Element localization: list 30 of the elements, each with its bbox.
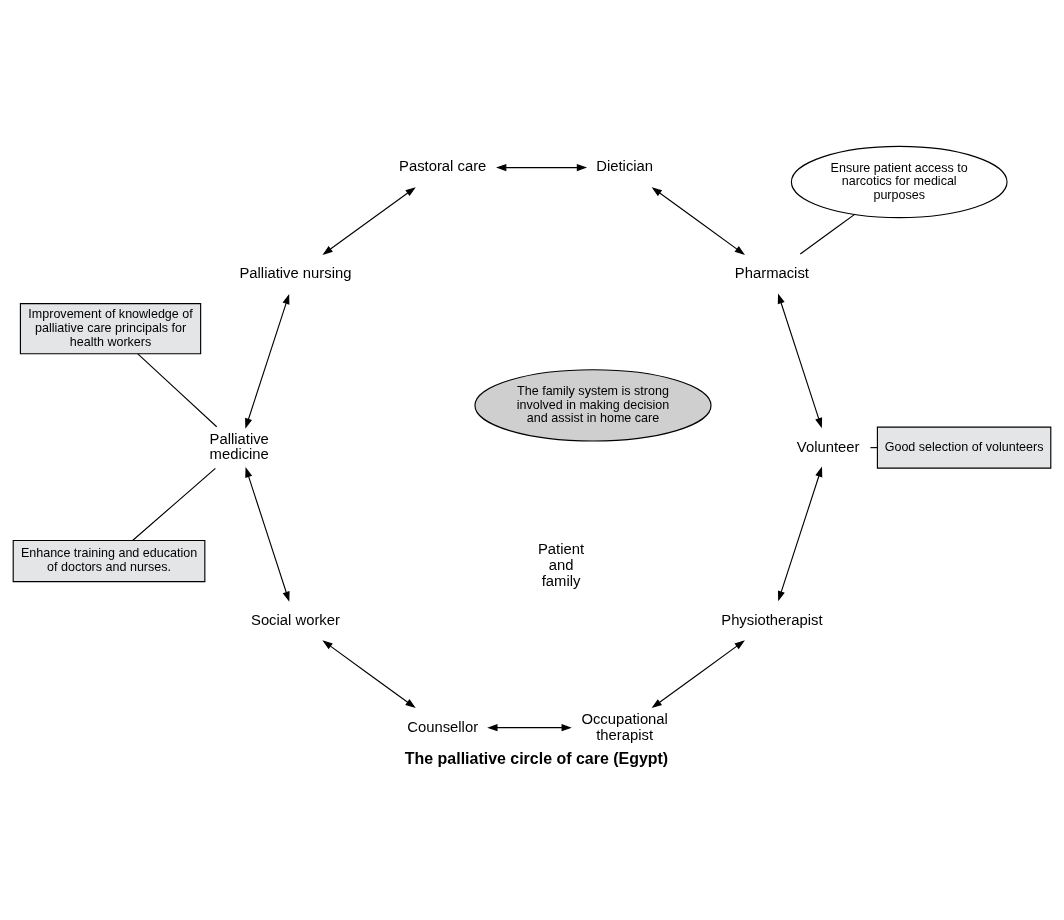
node-text: Occupational therapist [581,710,668,743]
arrow [777,466,823,601]
arrow [777,292,823,428]
node-text: Palliative medicine [209,430,269,462]
arrow [322,186,416,255]
connector [132,467,216,541]
node-text: Pastoral care [399,157,487,174]
node-box: Good selection of volunteers [876,426,1052,469]
node-text: Social worker [251,611,340,628]
arrow [496,163,588,171]
caption: The palliative circle of care (Egypt) [404,749,669,767]
arrow [487,723,572,731]
node-text: Dietician [596,157,654,174]
node-box: Enhance training and education of doctors and nurses. [12,539,206,582]
node-ellipse: The family system is strong involved in making decision and assist in home care [474,368,712,442]
node-text: Physiotherapist [721,611,823,628]
node-text: Patient and family [537,540,585,589]
arrow [245,293,290,429]
node-ellipse: Ensure patient access to narcotics for medical purposes [790,145,1008,218]
arrow [651,186,745,255]
connector [799,213,856,254]
arrow [245,466,290,602]
arrow [322,639,416,708]
connector [137,352,218,427]
arrow [651,639,745,708]
node-box: Improvement of knowledge of palliative care principals for health workers [19,302,202,354]
node-text: Palliative nursing [239,264,352,281]
node-text: Counsellor [407,718,479,735]
node-text: Volunteer [796,438,860,455]
node-text: Pharmacist [734,264,809,281]
